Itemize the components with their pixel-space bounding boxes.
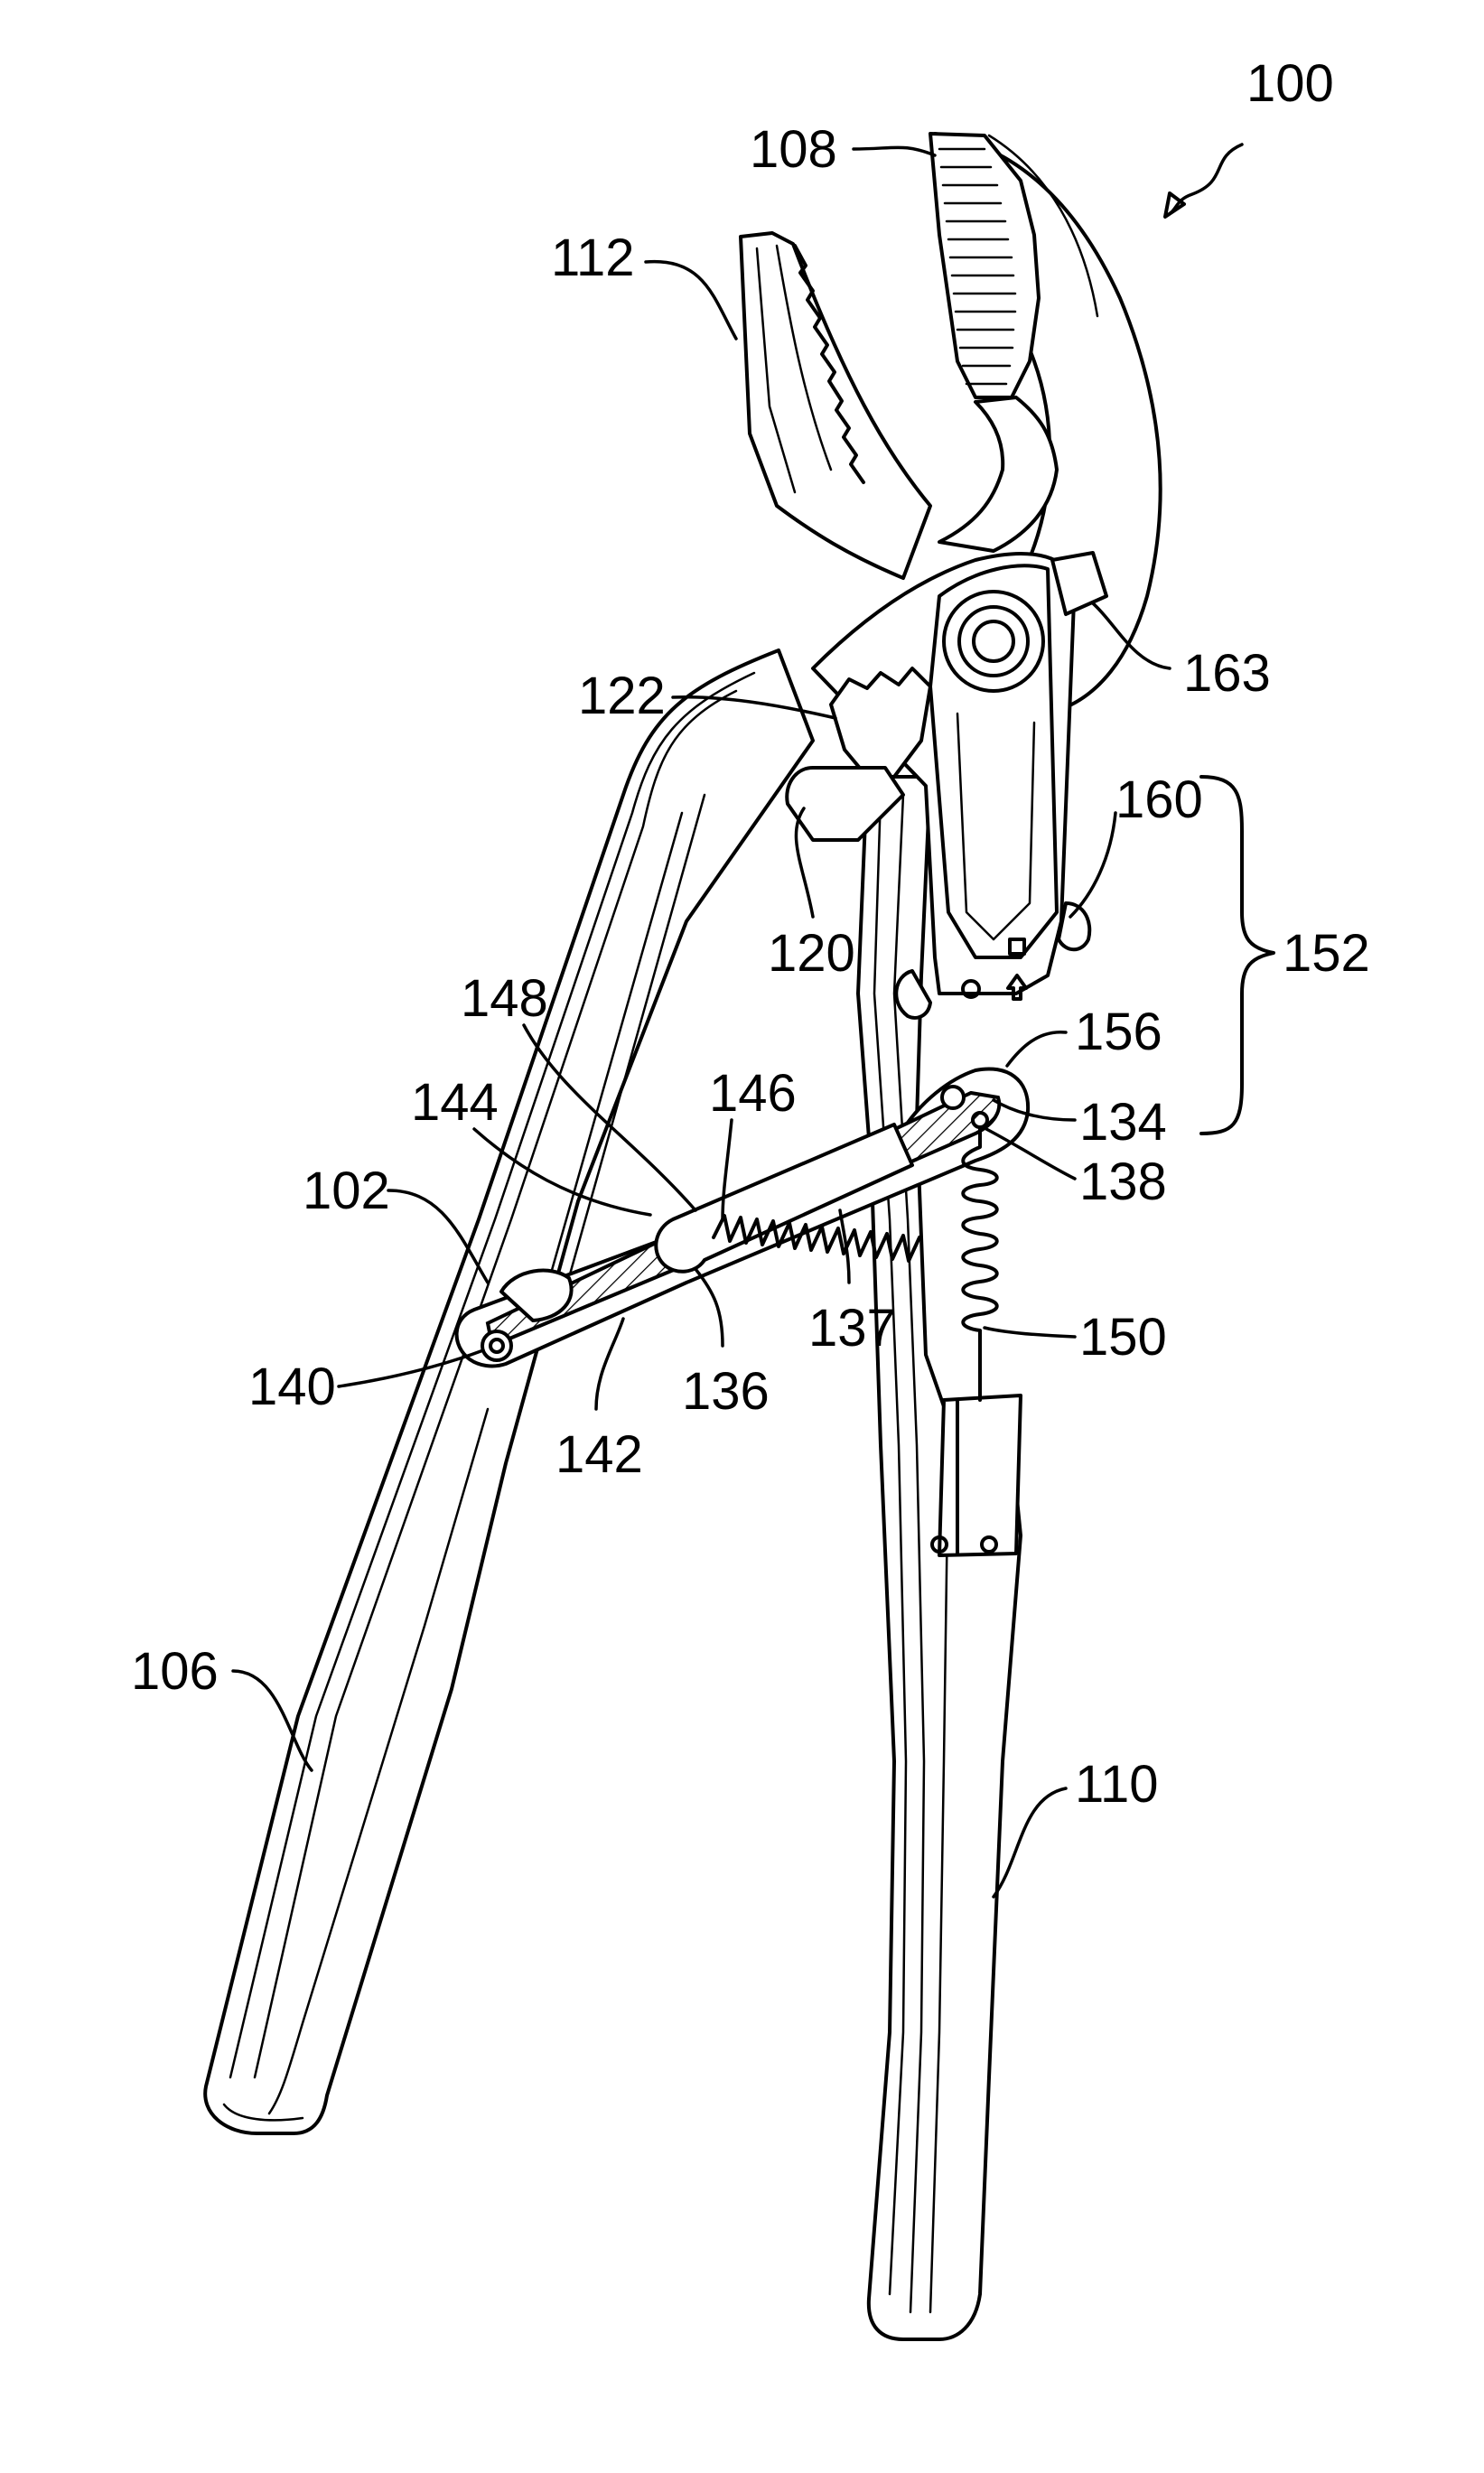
label-112: 112 — [551, 229, 634, 287]
label-102: 102 — [303, 1162, 390, 1220]
label-163: 163 — [1183, 644, 1271, 703]
label-150: 150 — [1079, 1308, 1167, 1367]
leader-110 — [994, 1788, 1066, 1897]
label-100: 100 — [1246, 54, 1334, 113]
label-138: 138 — [1079, 1153, 1167, 1211]
label-122: 122 — [578, 667, 666, 725]
label-156: 156 — [1075, 1003, 1162, 1061]
leader-112 — [646, 262, 736, 339]
label-136: 136 — [682, 1362, 770, 1421]
right-handle — [858, 777, 1021, 2339]
leader-160 — [1070, 813, 1115, 917]
leader-150 — [985, 1328, 1075, 1337]
label-110: 110 — [1075, 1755, 1158, 1814]
leader-108 — [854, 147, 935, 155]
label-137: 137 — [808, 1299, 896, 1358]
label-148: 148 — [461, 969, 548, 1028]
label-144: 144 — [411, 1073, 499, 1132]
upper-jaw — [741, 233, 930, 578]
label-134: 134 — [1079, 1093, 1167, 1152]
leader-156 — [1007, 1032, 1066, 1066]
label-140: 140 — [248, 1358, 336, 1416]
bracket-152 — [1201, 777, 1274, 1134]
label-146: 146 — [709, 1064, 797, 1123]
label-106: 106 — [131, 1642, 219, 1701]
label-142: 142 — [555, 1425, 643, 1484]
leader-100 — [1165, 145, 1242, 217]
label-160: 160 — [1115, 770, 1203, 829]
leader-136 — [695, 1269, 723, 1346]
leader-142 — [596, 1319, 623, 1409]
label-120: 120 — [768, 924, 855, 983]
leader-138 — [986, 1129, 1075, 1179]
label-108: 108 — [750, 120, 837, 179]
label-152: 152 — [1283, 924, 1370, 983]
